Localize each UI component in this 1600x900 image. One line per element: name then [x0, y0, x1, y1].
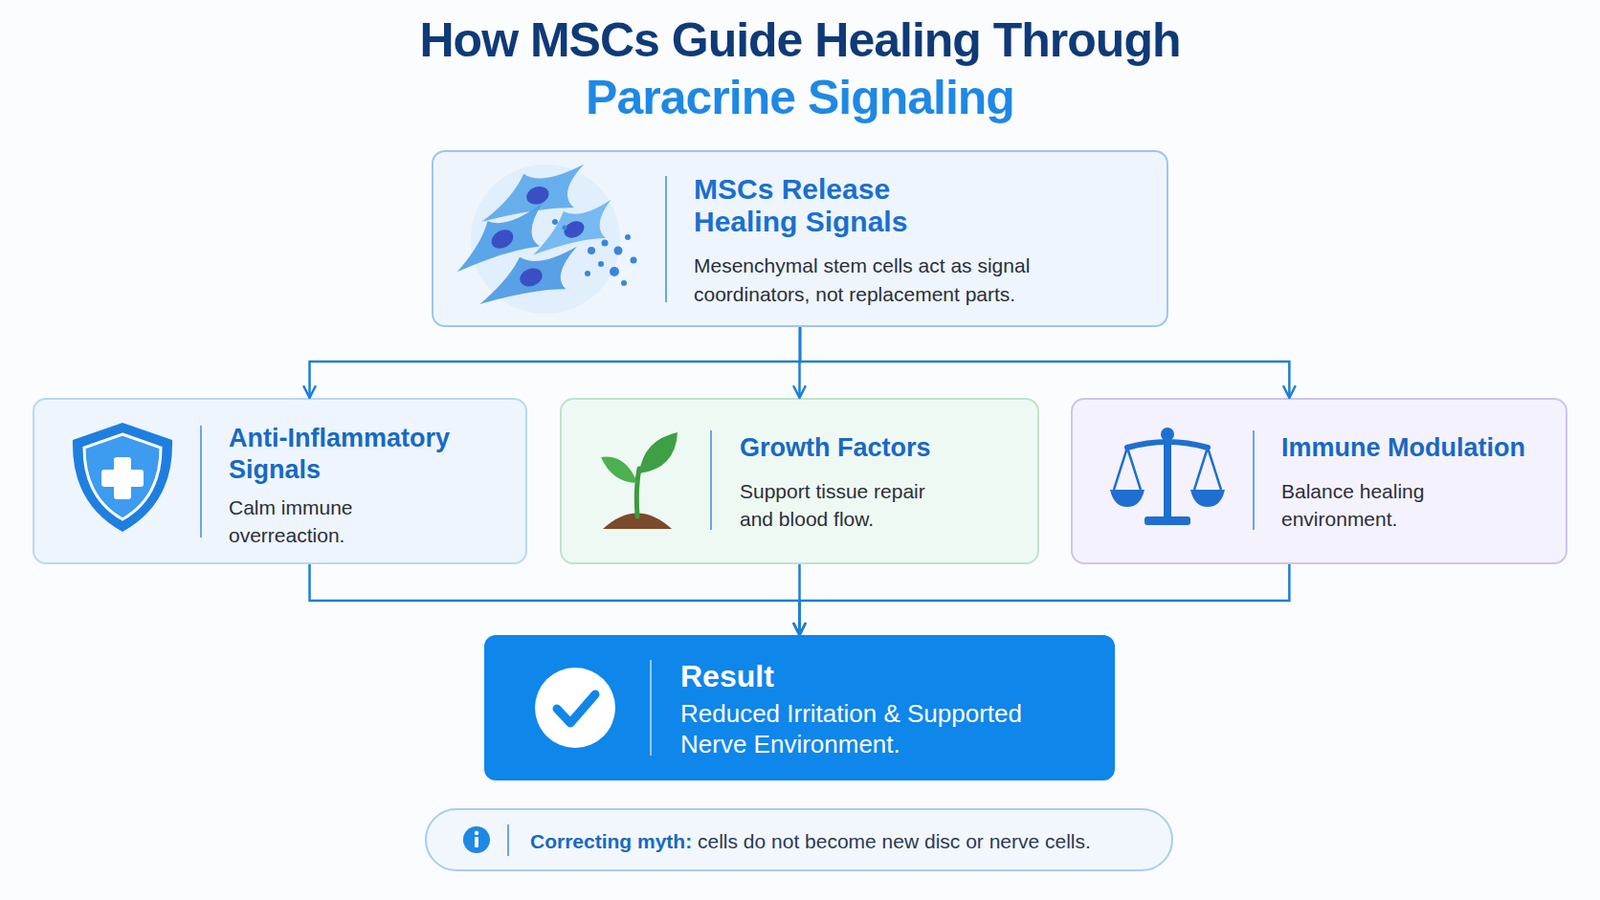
process-box: Immune ModulationBalance healing environ…	[1070, 398, 1568, 565]
node-heading: Anti-Inflammatory Signals	[228, 422, 516, 487]
node-heading: Result	[680, 658, 968, 695]
node-body: Mesenchymal stem cells act as signal coo…	[693, 251, 1144, 310]
node-body: Balance healing environment.	[1281, 477, 1456, 534]
connector-arrow	[798, 327, 801, 399]
process-box: Growth FactorsSupport tissue repair and …	[559, 398, 1040, 565]
node-body: Reduced Irritation & Supported Nerve Env…	[680, 698, 1092, 760]
node-heading: MSCs Release Healing Signals	[693, 173, 948, 239]
node-heading: Growth Factors	[739, 432, 1018, 465]
source-box: MSCs Release Healing SignalsMesenchymal …	[431, 150, 1169, 328]
node-heading: Immune Modulation	[1281, 432, 1564, 465]
connector-arrow	[310, 327, 800, 399]
note-box: Correcting myth:cells do not become new …	[424, 808, 1174, 872]
result-box: ResultReduced Irritation & Supported Ner…	[484, 635, 1115, 781]
node-heading: Correcting myth:	[530, 829, 692, 855]
node-body: Support tissue repair and blood flow.	[739, 477, 962, 534]
connector-arrow	[798, 564, 801, 636]
connector-arrow	[800, 327, 1289, 399]
node-body: cells do not become new disc or nerve ce…	[697, 829, 1091, 855]
connector-arrow	[310, 564, 800, 636]
diagram-title: How MSCs Guide Healing Through Paracrine…	[340, 11, 1260, 127]
process-box: Anti-Inflammatory SignalsCalm immune ove…	[32, 398, 528, 565]
node-body: Calm immune overreaction.	[228, 493, 397, 550]
connector-arrow	[800, 564, 1290, 636]
